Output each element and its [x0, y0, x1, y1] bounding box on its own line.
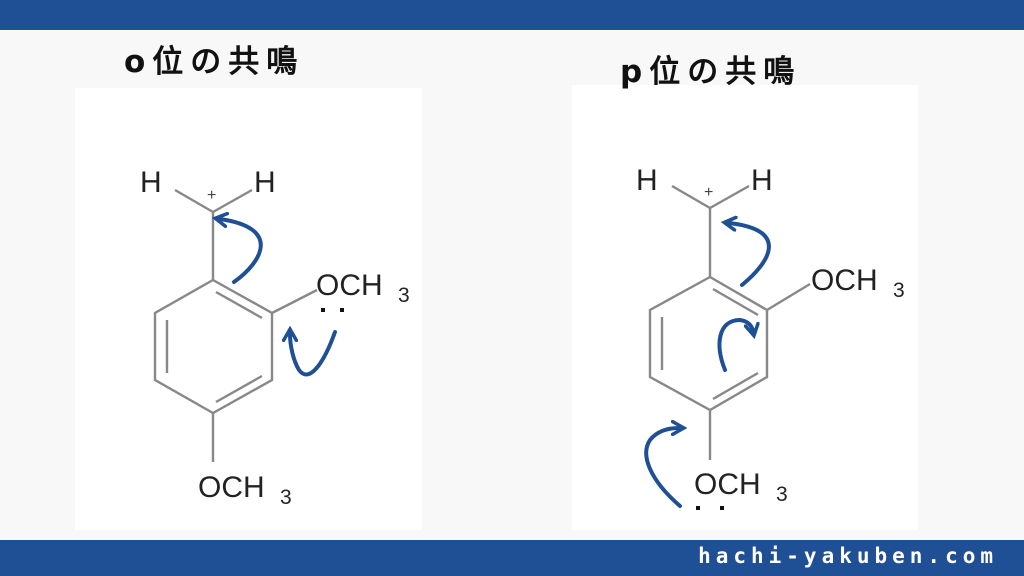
bottom-bar [0, 540, 1024, 576]
och3-bottom: OCH [694, 468, 761, 501]
para-molecule: H H + OCH 3 OCH 3 [636, 164, 905, 510]
och3-bottom: OCH [198, 471, 265, 504]
och3-bottom-subscript: 3 [776, 483, 788, 506]
lone-pair [321, 308, 344, 312]
ortho-resonance-title: o位の共鳴 [124, 44, 305, 80]
positive-charge: + [704, 184, 713, 201]
positive-charge: + [207, 187, 216, 204]
h-left: H [140, 166, 162, 199]
resonance-arrow [717, 318, 753, 372]
resonance-arrow [729, 223, 771, 287]
och3-bottom-subscript: 3 [280, 486, 292, 509]
h-left: H [636, 164, 658, 197]
para-resonance-title: p位の共鳴 [620, 54, 802, 90]
h-right: H [254, 166, 276, 199]
resonance-arrow [290, 332, 337, 377]
och3-right-subscript: 3 [398, 284, 410, 307]
ring-bonds [153, 278, 274, 415]
substituent-bonds [671, 184, 811, 460]
ring-bonds [648, 275, 769, 412]
och3-right: OCH [316, 269, 383, 302]
och3-right-subscript: 3 [893, 279, 905, 302]
resonance-arrow [220, 219, 263, 284]
resonance-arrow [644, 428, 680, 508]
h-right: H [751, 164, 773, 197]
lone-pair [696, 506, 724, 510]
top-bar [0, 0, 1024, 30]
double-bond-lines [660, 287, 759, 401]
double-bond-lines [165, 290, 263, 404]
substituent-bonds [174, 188, 318, 462]
site-url: hachi-yakuben.com [698, 544, 998, 568]
ortho-molecule: H H + OCH 3 OCH 3 [140, 166, 410, 509]
och3-right: OCH [811, 264, 878, 297]
